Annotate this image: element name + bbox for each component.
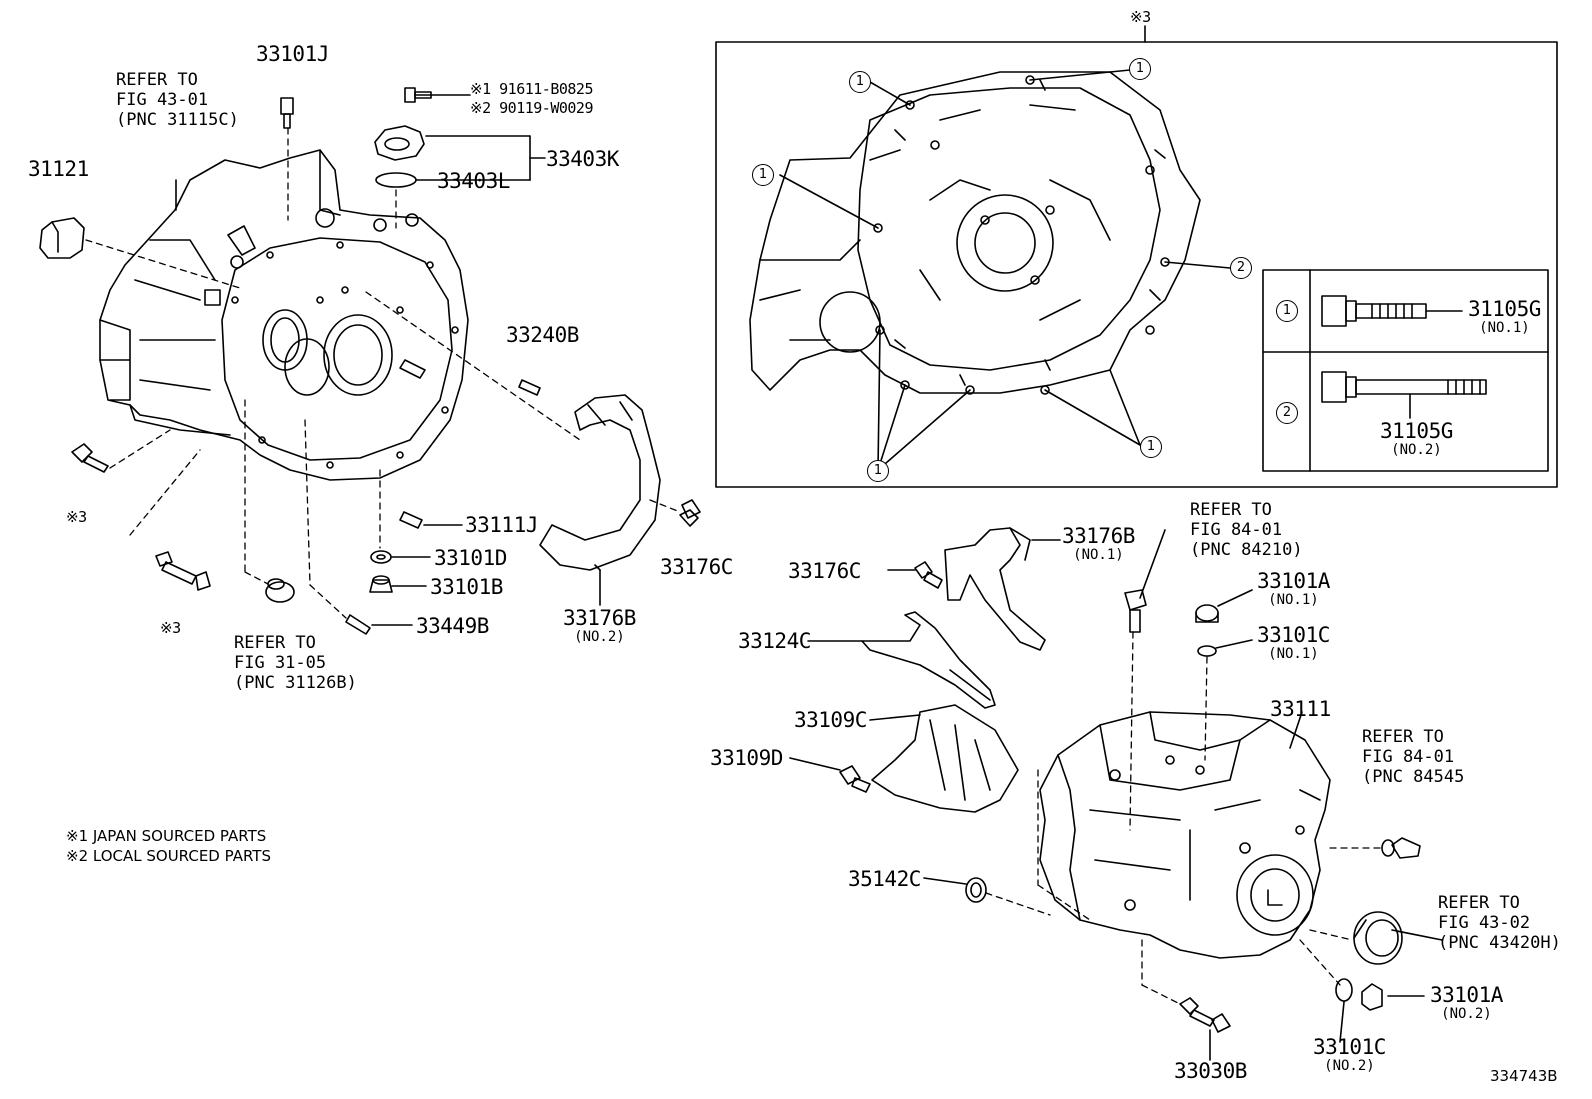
part-33240B[interactable]: 33240B	[506, 323, 579, 347]
note-mark-3-upper: ※3	[66, 508, 87, 526]
part-33109D[interactable]: 33109D	[710, 746, 783, 770]
part-33111[interactable]: 33111	[1270, 697, 1331, 721]
part-33101A-no2[interactable]: 33101A (NO.2)	[1430, 984, 1503, 1022]
part-33109C[interactable]: 33109C	[794, 708, 867, 732]
callout-circle-1[interactable]: 1	[1129, 58, 1151, 80]
ref-line: (PNC 31126B)	[234, 673, 357, 693]
table-circle-2: 2	[1276, 402, 1298, 424]
part-33030B[interactable]: 33030B	[1174, 1059, 1247, 1083]
part-variant: (NO.1)	[1268, 592, 1319, 608]
ref-line: FIG 84-01	[1190, 520, 1283, 540]
ref-fig-43-01[interactable]: REFER TO FIG 43-01 (PNC 31115C)	[116, 70, 239, 130]
part-33176C-left[interactable]: 33176C	[660, 555, 733, 579]
ref-line: REFER TO	[116, 70, 198, 90]
ref-fig-31-05[interactable]: REFER TO FIG 31-05 (PNC 31126B)	[234, 633, 357, 693]
part-variant: (NO.2)	[1324, 1058, 1375, 1074]
right-small-parts	[789, 527, 1443, 1061]
part-35142C[interactable]: 35142C	[848, 867, 921, 891]
part-91611-B0825[interactable]: ※1 91611-B0825	[470, 80, 593, 98]
callout-circle-2[interactable]: 2	[1230, 257, 1252, 279]
part-number: 33176B	[563, 606, 636, 630]
part-31105G-no2[interactable]: 31105G (NO.2)	[1380, 420, 1453, 458]
left-housing-drawing	[99, 149, 469, 481]
ref-line: FIG 43-01	[116, 90, 209, 110]
left-small-parts	[39, 87, 701, 635]
part-33101C-no1[interactable]: 33101C (NO.1)	[1257, 624, 1330, 662]
ref-line: (PNC 84545	[1362, 767, 1465, 787]
part-variant: (NO.2)	[1441, 1006, 1492, 1022]
part-number: 33176B	[1062, 524, 1135, 548]
part-variant: (NO.1)	[1268, 646, 1319, 662]
top-marker: ※3	[1130, 8, 1151, 26]
part-33101C-no2[interactable]: 33101C (NO.2)	[1313, 1036, 1386, 1074]
part-33176B-no2[interactable]: 33176B (NO.2)	[563, 607, 636, 645]
part-number: 31105G	[1468, 297, 1541, 321]
part-33111J[interactable]: 33111J	[465, 513, 538, 537]
ref-fig-84-01-a[interactable]: REFER TO FIG 84-01 (PNC 84210)	[1190, 500, 1303, 560]
note-mark-3-lower: ※3	[160, 619, 181, 637]
part-variant: (NO.1)	[1479, 320, 1530, 336]
ref-line: FIG 84-01	[1362, 747, 1455, 767]
part-33101J[interactable]: 33101J	[256, 42, 329, 66]
inset-housing-drawing	[749, 68, 1231, 471]
part-number: 33101A	[1257, 569, 1330, 593]
part-number: 33101A	[1430, 983, 1503, 1007]
part-33403L[interactable]: 33403L	[437, 169, 510, 193]
part-variant: (NO.2)	[574, 629, 625, 645]
ref-line: FIG 31-05	[234, 653, 327, 673]
ref-line: REFER TO	[1362, 727, 1444, 747]
callout-circle-1[interactable]: 1	[849, 71, 871, 93]
part-33101D[interactable]: 33101D	[434, 546, 507, 570]
illustration-code: 334743B	[1490, 1067, 1558, 1085]
part-number: 31105G	[1380, 419, 1453, 443]
ref-line: FIG 43-02	[1438, 913, 1531, 933]
callout-circle-1[interactable]: 1	[867, 460, 889, 482]
part-33403K[interactable]: 33403K	[546, 147, 619, 171]
callout-circle-1[interactable]: 1	[752, 164, 774, 186]
ref-fig-84-01-b[interactable]: REFER TO FIG 84-01 (PNC 84545	[1362, 727, 1464, 787]
table-circle-1: 1	[1276, 300, 1298, 322]
part-33101B[interactable]: 33101B	[430, 575, 503, 599]
note-japan-sourced: ※1 JAPAN SOURCED PARTS	[66, 827, 267, 845]
inset-frame	[715, 41, 1558, 488]
bolt-table	[1262, 269, 1549, 472]
part-33449B[interactable]: 33449B	[416, 614, 489, 638]
part-33101A-no1[interactable]: 33101A (NO.1)	[1257, 570, 1330, 608]
ref-line: (PNC 31115C)	[116, 110, 239, 130]
notes: ※1 JAPAN SOURCED PARTS ※2 LOCAL SOURCED …	[66, 826, 271, 866]
part-31105G-no1[interactable]: 31105G (NO.1)	[1468, 298, 1541, 336]
part-33176C-right[interactable]: 33176C	[788, 559, 861, 583]
part-90119-W0029[interactable]: ※2 90119-W0029	[470, 99, 593, 117]
ref-line: REFER TO	[1438, 893, 1520, 913]
ref-line: (PNC 43420H)	[1438, 933, 1561, 953]
callout-circle-1[interactable]: 1	[1140, 436, 1162, 458]
part-number: 33101C	[1313, 1035, 1386, 1059]
part-variant: (NO.2)	[1391, 442, 1442, 458]
ref-line: (PNC 84210)	[1190, 540, 1303, 560]
part-33124C[interactable]: 33124C	[738, 629, 811, 653]
note-local-sourced: ※2 LOCAL SOURCED PARTS	[66, 847, 271, 865]
part-variant: (NO.1)	[1073, 547, 1124, 563]
ref-line: REFER TO	[234, 633, 316, 653]
part-31121[interactable]: 31121	[28, 157, 89, 181]
ref-line: REFER TO	[1190, 500, 1272, 520]
ref-fig-43-02[interactable]: REFER TO FIG 43-02 (PNC 43420H)	[1438, 893, 1561, 953]
part-number: 33101C	[1257, 623, 1330, 647]
part-33176B-no1[interactable]: 33176B (NO.1)	[1062, 525, 1135, 563]
